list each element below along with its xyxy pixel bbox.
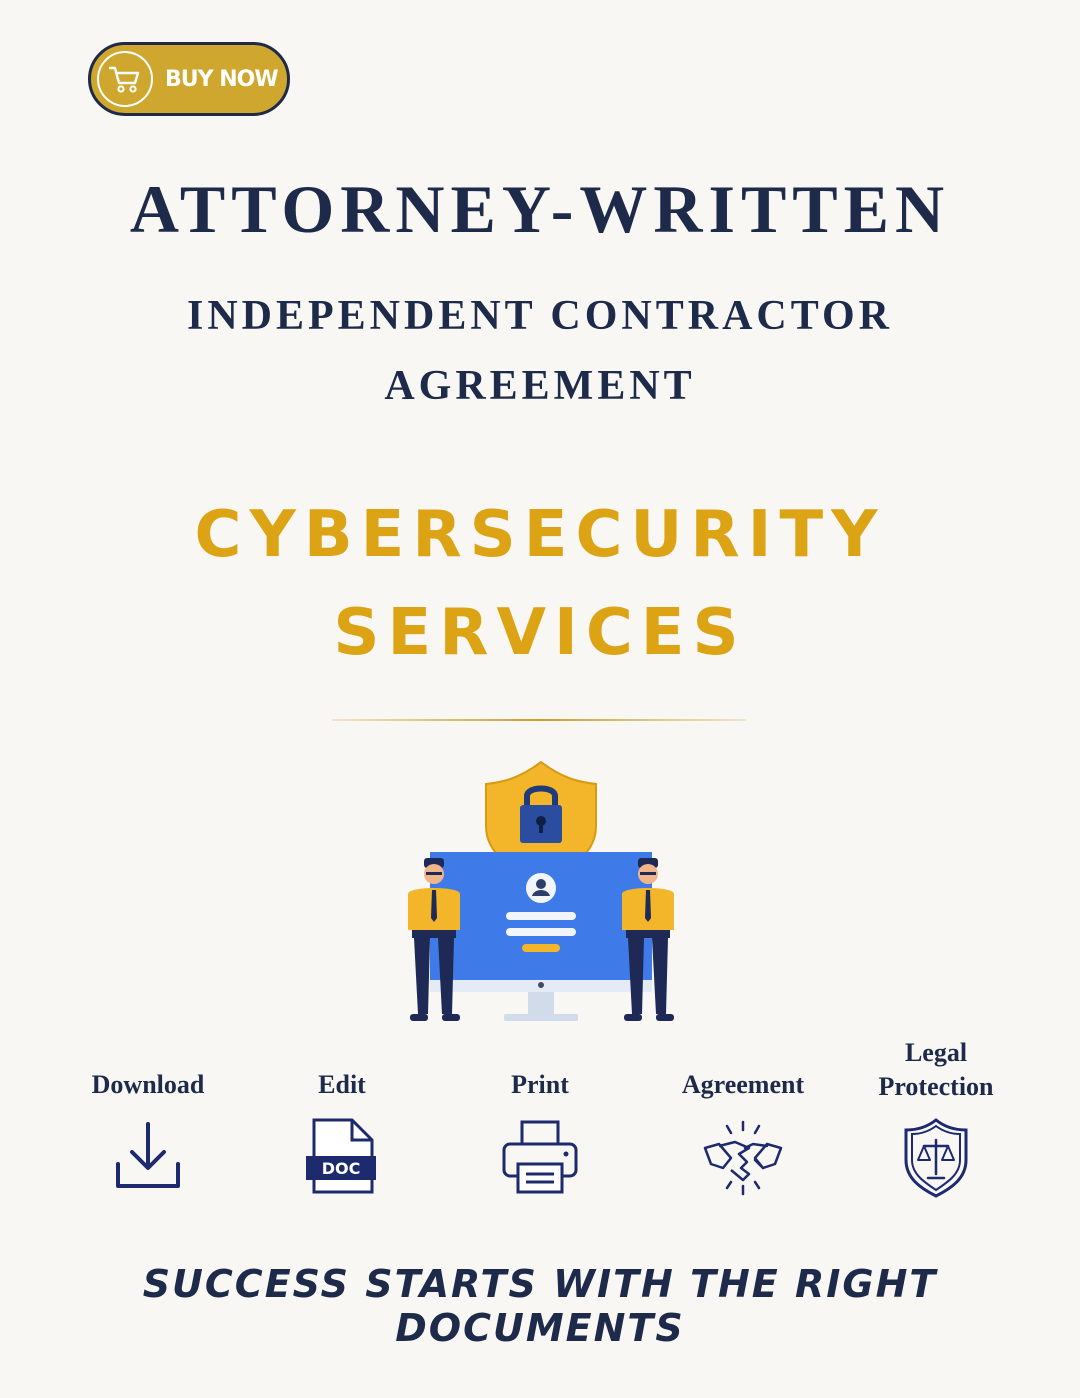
shield-scales-icon [904, 1118, 968, 1198]
feature-download-label: Download [91, 1070, 205, 1099]
buy-now-button[interactable]: BUY NOW [88, 42, 290, 116]
feature-print-label: Print [511, 1070, 569, 1099]
security-person-left [408, 858, 460, 1021]
product-title-line-1: CYBERSECURITY [194, 498, 886, 572]
doc-badge: DOC [322, 1159, 361, 1178]
handshake-icon [703, 1120, 783, 1196]
doc-file-icon: DOC [306, 1118, 376, 1194]
product-title-line-2: SERVICES [333, 596, 747, 670]
monitor-icon [430, 852, 652, 1021]
cybersecurity-illustration [408, 760, 674, 1021]
feature-legal-label-line-2: Protection [878, 1072, 994, 1101]
padlock-icon [520, 785, 562, 843]
printer-icon [502, 1120, 578, 1194]
subtitle-line-1: INDEPENDENT CONTRACTOR [186, 293, 894, 339]
download-icon [116, 1122, 180, 1188]
subtitle-line-2: AGREEMENT [384, 363, 696, 409]
buy-now-label: BUY NOW [165, 66, 279, 92]
feature-edit-label: Edit [318, 1070, 366, 1099]
feature-agreement-label: Agreement [681, 1070, 805, 1099]
divider [332, 719, 746, 721]
security-person-right [622, 858, 674, 1021]
tagline: SUCCESS STARTS WITH THE RIGHT DOCUMENTS [142, 1262, 938, 1350]
main-title: ATTORNEY-WRITTEN [129, 171, 951, 247]
feature-legal-label-line-1: Legal [904, 1038, 968, 1067]
cart-icon [97, 51, 153, 107]
